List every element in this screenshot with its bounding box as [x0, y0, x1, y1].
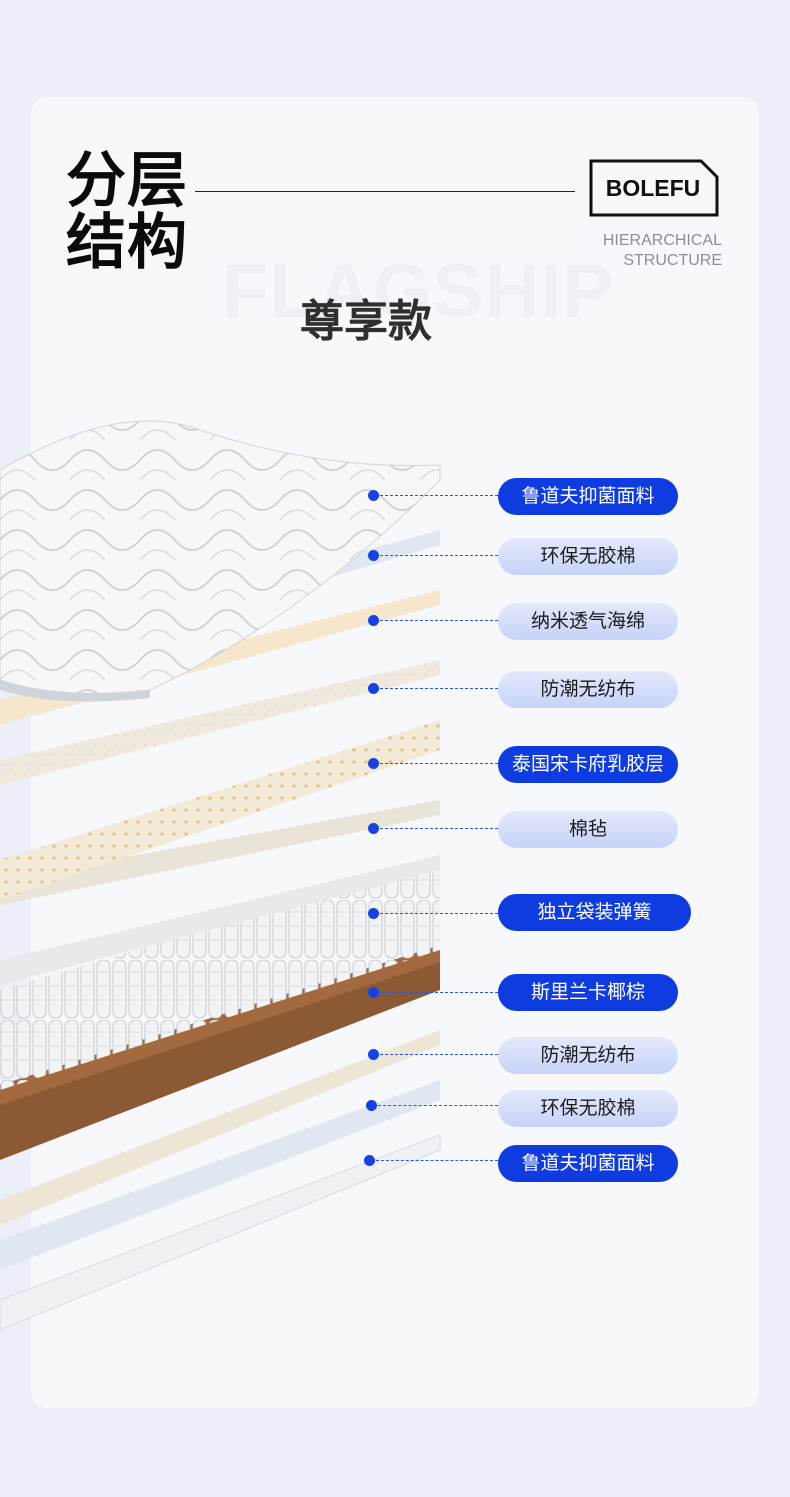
mattress-layers-illustration — [0, 400, 470, 1400]
layer-label-pill: 棉毡 — [498, 811, 678, 848]
layer-marker-dot — [368, 987, 379, 998]
layer-leader-line — [380, 763, 498, 764]
layer-marker-dot — [368, 908, 379, 919]
layer-label-pill: 鲁道夫抑菌面料 — [498, 478, 678, 515]
layer-marker-dot — [368, 1049, 379, 1060]
brand-logo-text: BOLEFU — [589, 175, 717, 202]
layer-label-pill: 鲁道夫抑菌面料 — [498, 1145, 678, 1182]
layer-marker-dot — [368, 615, 379, 626]
layer-leader-line — [380, 913, 498, 914]
layer-marker-dot — [368, 550, 379, 561]
layer-label-pill: 泰国宋卡府乳胶层 — [498, 746, 678, 783]
page-title: 分层 结构 — [66, 150, 188, 274]
layer-marker-dot — [366, 1100, 377, 1111]
layer-marker-dot — [368, 758, 379, 769]
layer-label-pill: 斯里兰卡椰棕 — [498, 974, 678, 1011]
brand-logo: BOLEFU — [589, 159, 719, 217]
layer-leader-line — [376, 1160, 498, 1161]
english-subtitle: HIERARCHICAL STRUCTURE — [603, 231, 722, 271]
layer-label-pill: 纳米透气海绵 — [498, 603, 678, 640]
title-line-2: 结构 — [66, 212, 188, 274]
layer-label-pill: 防潮无纺布 — [498, 671, 678, 708]
layer-label-pill: 防潮无纺布 — [498, 1037, 678, 1074]
layer-marker-dot — [368, 823, 379, 834]
layer-leader-line — [380, 992, 498, 993]
layer-leader-line — [380, 555, 498, 556]
layer-leader-line — [378, 1105, 498, 1106]
layer-leader-line — [380, 495, 498, 496]
edition-title: 尊享款 — [300, 285, 432, 349]
layer-leader-line — [380, 620, 498, 621]
title-divider — [195, 191, 575, 192]
title-line-1: 分层 — [66, 150, 188, 212]
layer-leader-line — [380, 828, 498, 829]
subtitle-line-1: HIERARCHICAL — [603, 231, 722, 251]
layer-marker-dot — [368, 683, 379, 694]
layer-label-pill: 环保无胶棉 — [498, 538, 678, 575]
layer-leader-line — [380, 688, 498, 689]
subtitle-line-2: STRUCTURE — [603, 251, 722, 271]
layer-leader-line — [380, 1054, 498, 1055]
layer-label-pill: 环保无胶棉 — [498, 1090, 678, 1127]
layer-marker-dot — [364, 1155, 375, 1166]
layer-marker-dot — [368, 490, 379, 501]
layer-label-pill: 独立袋装弹簧 — [498, 894, 691, 931]
